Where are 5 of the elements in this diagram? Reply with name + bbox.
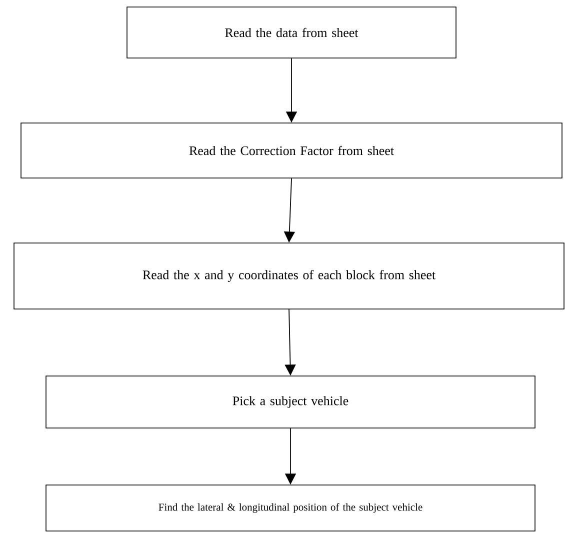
process-box: Pick a subject vehicle: [46, 376, 536, 428]
process-box: Find the lateral & longitudinal position of the subject vehicle: [46, 484, 536, 532]
process-box: Read the x and y coordinates of each block from sheet: [14, 242, 564, 310]
process-box: Read the data from sheet: [126, 6, 456, 58]
process-box: Read the Correction Factor from sheet: [20, 122, 562, 178]
